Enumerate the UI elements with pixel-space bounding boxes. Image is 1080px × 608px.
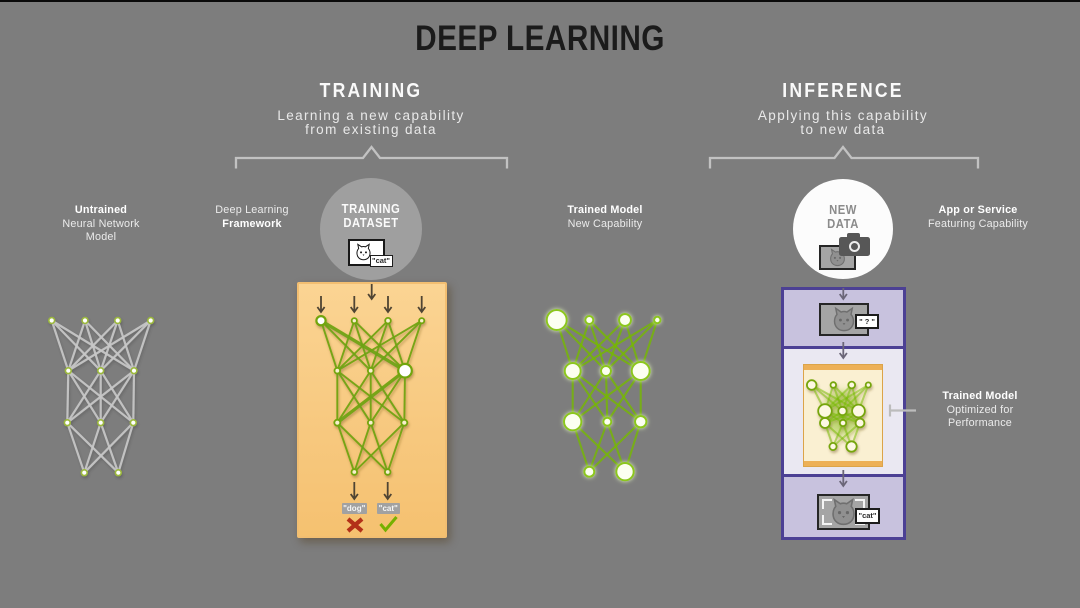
training-brace <box>234 145 509 169</box>
cat-output-badge: "cat" <box>376 502 400 514</box>
training-dataset-label: TRAINING DATASET <box>341 202 400 230</box>
inference-section-header: INFERENCE Applying this capability to ne… <box>693 80 993 137</box>
training-heading: TRAINING <box>319 80 423 102</box>
inference-brace <box>708 145 980 169</box>
new-data-label: NEW DATA <box>826 203 859 231</box>
trained-network <box>545 309 662 482</box>
question-tag: " ? " <box>855 314 879 329</box>
trained-model-label: Trained Model New Capability <box>567 204 643 230</box>
training-dataset-circle: TRAINING DATASET "cat" <box>319 178 422 280</box>
new-data-circle: NEW DATA <box>792 179 893 279</box>
training-section-header: TRAINING Learning a new capability from … <box>221 80 521 137</box>
inference-input-box: " ? " <box>784 290 903 346</box>
camera-icon <box>838 233 870 256</box>
page-title: DEEP LEARNING <box>415 19 665 58</box>
inference-heading: INFERENCE <box>782 80 904 102</box>
app-service-label: App or Service Featuring Capability <box>927 204 1029 230</box>
inference-subtitle: Applying this capability to new data <box>757 108 929 137</box>
top-border <box>0 0 1080 2</box>
inference-model-box <box>784 349 903 474</box>
new-photo-icon <box>818 245 856 270</box>
framework-label: Deep Learning Framework <box>215 204 289 230</box>
trained-model-frame <box>803 364 883 467</box>
dog-output-badge: "dog" <box>341 502 367 514</box>
dataset-cat-tag: "cat" <box>369 255 393 267</box>
untrained-network <box>47 316 155 477</box>
cat-tag: "cat" <box>855 508 880 524</box>
inference-pipeline-box: " ? " "cat" <box>781 287 906 540</box>
training-framework-box <box>297 282 447 538</box>
optimized-model-label: Trained Model Optimized for Performance <box>942 390 1018 429</box>
untrained-model-label: Untrained Neural Network Model <box>62 204 140 243</box>
training-subtitle: Learning a new capability from existing … <box>277 108 465 137</box>
inference-output-box: "cat" <box>784 477 903 537</box>
